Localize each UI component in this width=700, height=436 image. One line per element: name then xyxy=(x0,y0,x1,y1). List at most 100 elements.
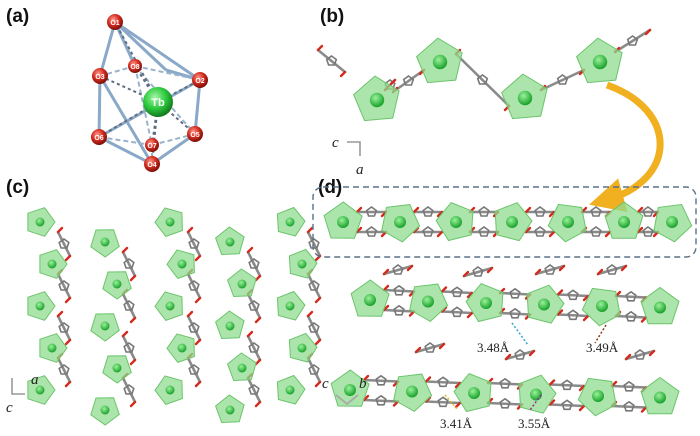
sheet-linker-ring xyxy=(248,384,260,395)
tb-atom-small xyxy=(654,391,666,404)
carboxyl-oxygen xyxy=(64,338,72,346)
carboxyl-oxygen xyxy=(186,310,194,318)
linker-ring xyxy=(402,75,415,86)
oxygen-label-o5: O5 xyxy=(190,132,199,139)
carboxyl-oxygen xyxy=(636,226,644,234)
free-ligand-ring xyxy=(634,349,646,360)
chain-linker-bond xyxy=(548,403,569,407)
carboxyl-oxygen xyxy=(414,346,422,354)
sheet-linker-bond xyxy=(252,346,262,362)
sheet-linker-bond xyxy=(121,376,131,392)
chain-linker-ring xyxy=(437,376,449,388)
oxygen-label-o6: O6 xyxy=(94,135,103,142)
carboxyl-oxygen xyxy=(194,380,202,388)
sheet-linker-bond xyxy=(127,346,137,362)
oxygen-atom-o7 xyxy=(145,138,159,152)
chain-linker-bond xyxy=(503,402,524,406)
tb-atom-small xyxy=(237,279,247,289)
tb-label: Tb xyxy=(151,97,165,109)
axis-indicator-b: c a xyxy=(332,135,364,178)
chain-linker-ring xyxy=(393,304,405,316)
tb-atom-small xyxy=(225,237,235,247)
chain-linker-ring xyxy=(422,226,434,237)
carboxyl-oxygen xyxy=(254,400,262,408)
tb-atom-small xyxy=(177,259,187,269)
tb-atom-small xyxy=(165,217,175,227)
carboxyl-oxygen xyxy=(254,358,262,366)
carboxyl-oxygen xyxy=(596,268,604,276)
sheet-linker-bond xyxy=(312,368,322,384)
tb-atom-small xyxy=(100,237,110,247)
chain-linker-ring xyxy=(642,206,654,217)
sheet-linker-ring xyxy=(188,364,200,375)
oxygen-label-o1: O1 xyxy=(110,20,119,27)
tb-atom-small xyxy=(422,295,434,308)
chain-linker-bond xyxy=(610,384,631,389)
carboxyl-oxygen xyxy=(64,296,72,304)
sheet-linker-bond xyxy=(306,230,316,246)
axis-label-c-c: c xyxy=(6,400,13,416)
carboxyl-oxygen xyxy=(316,44,324,52)
tb-atom-small xyxy=(530,388,542,401)
sheet-linker-ring xyxy=(308,280,320,291)
chain-linker-ring xyxy=(365,206,378,217)
sheet-linker-bond xyxy=(312,242,322,258)
carboxyl-oxygen xyxy=(462,270,470,278)
carboxyl-oxygen xyxy=(528,349,536,357)
chain-linker-bond xyxy=(614,294,633,299)
carboxyl-oxygen xyxy=(194,254,202,262)
chain-linker-bond xyxy=(455,310,474,315)
carboxyl-oxygen xyxy=(246,246,254,254)
tb-atom-small xyxy=(406,385,418,398)
sheet-linker-bond xyxy=(252,304,262,320)
sheet-linker-bond xyxy=(56,314,66,330)
free-ligand-ring xyxy=(424,342,436,353)
carboxyl-oxygen xyxy=(556,289,564,296)
orange-arrow xyxy=(589,81,664,213)
sheet-linker-bond xyxy=(56,230,66,246)
carboxyl-oxygen xyxy=(306,310,314,318)
chain-linker-ring xyxy=(451,306,463,318)
sheet-linker-ring xyxy=(308,238,320,249)
tb-atom-small xyxy=(618,216,630,228)
oxygen-atom-o1 xyxy=(107,14,123,30)
carboxyl-oxygen xyxy=(64,254,72,262)
free-ligand-ring xyxy=(606,264,618,275)
tb-atom-small xyxy=(112,279,122,289)
sheet-linker-bond xyxy=(192,326,202,342)
carboxyl-oxygen xyxy=(548,210,556,218)
panel-label-a: (a) xyxy=(6,6,29,27)
sheet-linker-bond xyxy=(127,304,137,320)
chain-linker-bond xyxy=(379,379,400,383)
carboxyl-oxygen xyxy=(382,304,390,312)
chain-linker-ring xyxy=(642,226,654,237)
carboxyl-oxygen xyxy=(440,286,448,293)
chain-linker-ring xyxy=(625,290,637,302)
carboxyl-oxygen xyxy=(412,206,420,214)
tb-atom-small xyxy=(165,385,175,395)
axis-label-a-b: a xyxy=(356,162,364,178)
chain-linker-bond xyxy=(513,312,532,316)
chain-linker-ring xyxy=(393,284,405,296)
carboxyl-oxygen xyxy=(424,376,432,383)
sheet-linker-bond xyxy=(312,284,322,300)
tb-atom-small xyxy=(35,217,45,227)
tb-atom-small xyxy=(538,298,550,311)
chain-linker-bond xyxy=(571,313,590,318)
linker-bond xyxy=(561,68,586,82)
carboxyl-oxygen xyxy=(254,316,262,324)
oxygen-label-o7: O7 xyxy=(147,143,156,150)
sheet-linker-bond xyxy=(192,284,202,300)
axis-label-c-b: c xyxy=(332,135,339,151)
terminal-linker-bond xyxy=(330,59,347,74)
tb-atom-small xyxy=(369,92,385,108)
chain-linker-bond xyxy=(556,313,575,317)
chain-linker-bond xyxy=(397,309,416,313)
chain-linker-bond xyxy=(629,315,648,319)
sheet-linker-ring xyxy=(123,384,135,395)
carboxyl-oxygen xyxy=(624,353,632,361)
carboxyl-oxygen xyxy=(355,206,363,214)
tb-atom-small xyxy=(112,363,122,373)
chain-linker-bond xyxy=(440,290,459,294)
chain-linker-bond xyxy=(424,400,445,404)
